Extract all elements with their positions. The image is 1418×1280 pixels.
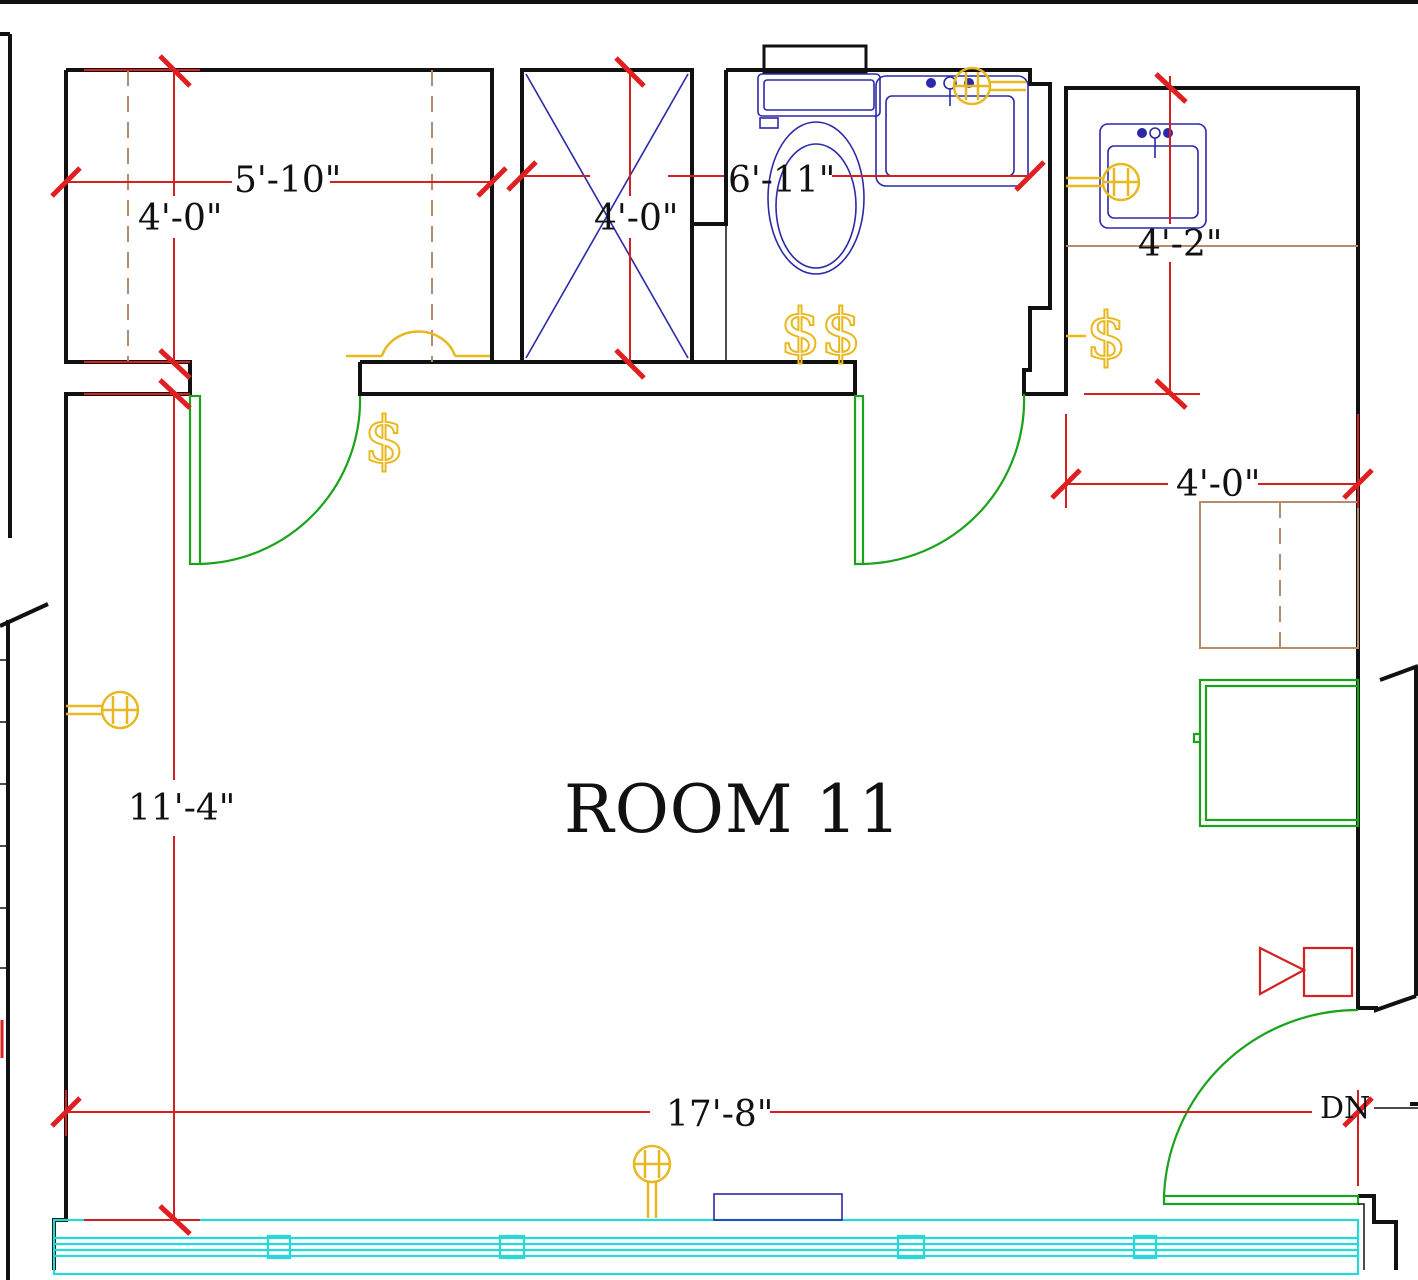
switch-symbol: $: [1086, 300, 1127, 374]
toilet: [757, 44, 881, 275]
dimension-labels: 5'-10" 4'-0" 4'-0" 6'-11" 4'-2" 4'-0" 11…: [128, 160, 1370, 1135]
hvac-symbol: [1258, 946, 1354, 998]
bath-width-label: 6'-11": [728, 160, 835, 201]
bath-sink-vanity: [875, 66, 1029, 187]
vanity-depth-label: 4'-2": [1138, 224, 1222, 265]
doors: [188, 393, 1360, 1206]
closet-depth-label: 4'-0": [138, 198, 222, 239]
room-width-label: 17'-8": [666, 1094, 773, 1135]
shower-depth-label: 4'-0": [594, 198, 678, 239]
room-depth-label: 11'-4": [128, 788, 235, 829]
electrical: $ $$ $: [66, 295, 1128, 1218]
stair-down-label: DN: [1320, 1091, 1370, 1126]
window: [52, 1193, 1365, 1276]
casework: [1192, 501, 1360, 828]
switch-symbol: $: [364, 404, 405, 478]
vanity-width-label: 4'-0": [1176, 464, 1260, 505]
room-label: ROOM 11: [564, 771, 901, 848]
double-switch-symbol: $$: [780, 296, 861, 370]
dimension-lines: [50, 54, 1418, 1236]
closet-width-label: 5'-10": [234, 160, 341, 201]
closet: [127, 70, 490, 362]
vanity-sink: [1066, 123, 1358, 247]
shower: [525, 73, 689, 359]
